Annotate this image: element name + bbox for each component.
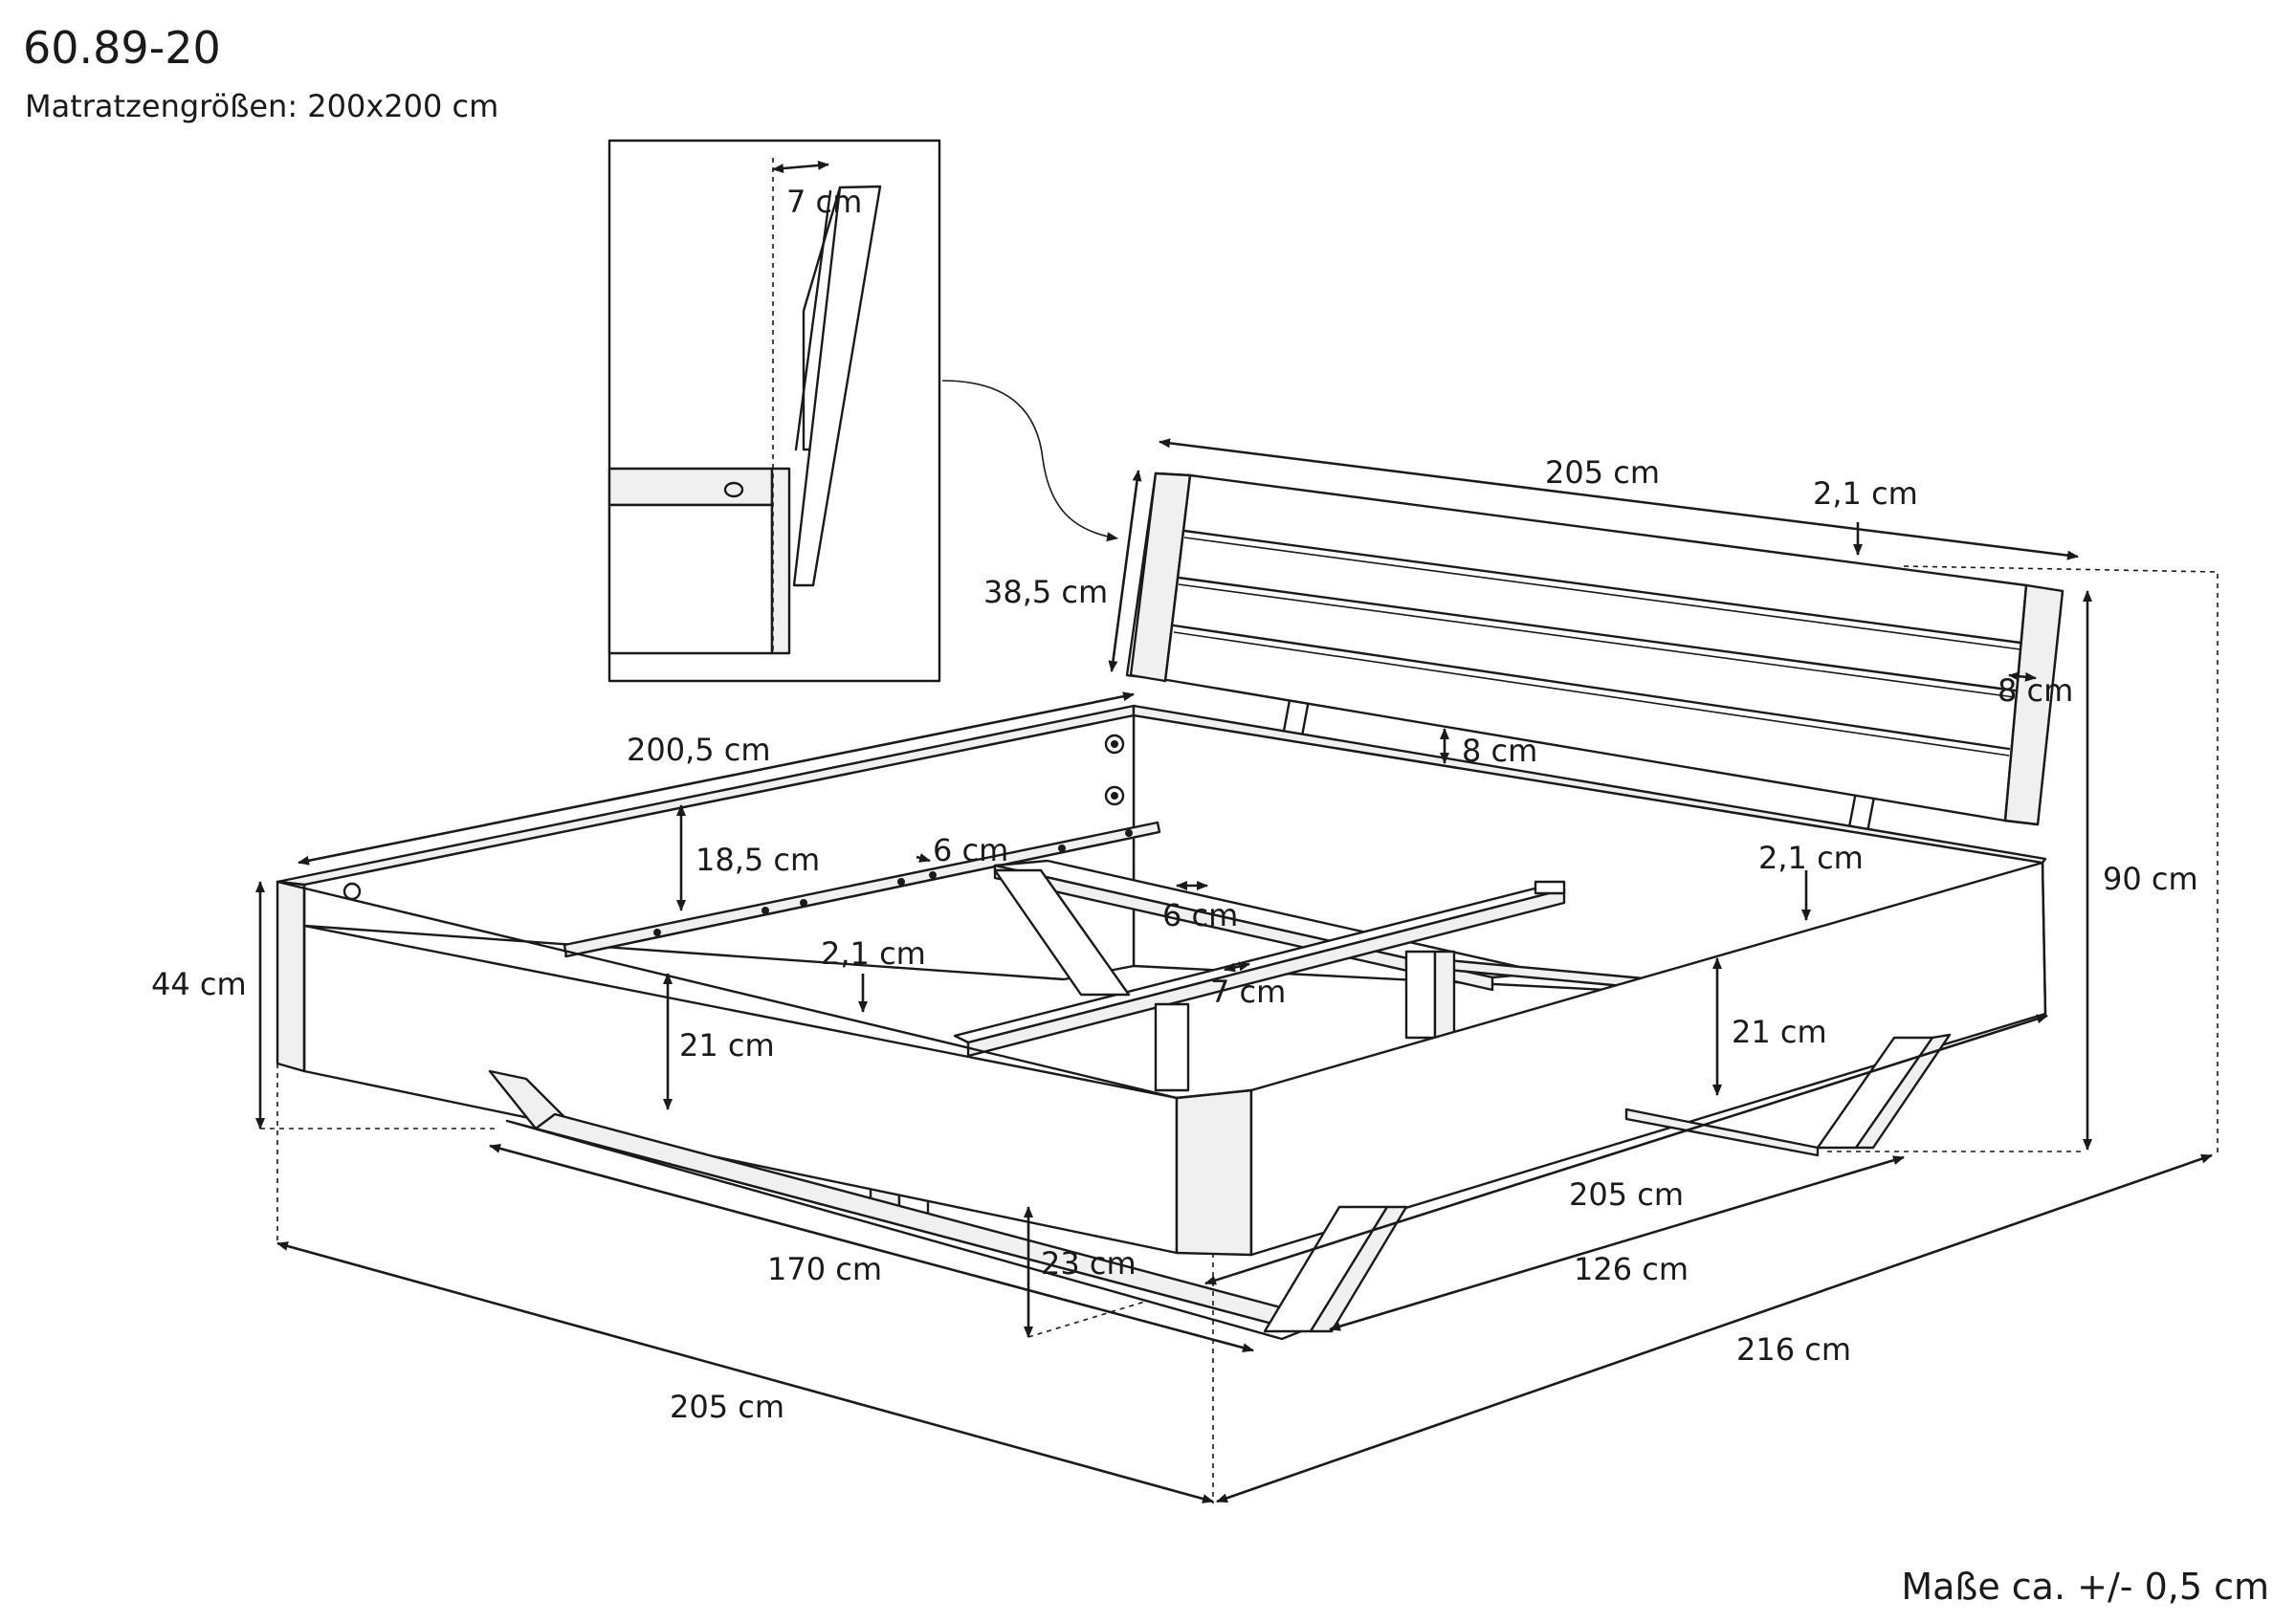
dim-crossbar-depth: 7 cm [1210,974,1286,1010]
dim-frame-height-front: 21 cm [679,1027,775,1064]
dim-total-height: 90 cm [2103,861,2198,897]
detail-inset: 7 cm [607,139,941,683]
dim-frame-height-right: 21 cm [1732,1014,1827,1050]
tolerance-note: Maße ca. +/- 0,5 cm [1901,1566,2269,1608]
dim-headboard-height: 38,5 cm [983,574,1108,610]
back-leg-left [993,868,1131,997]
dimension-labels: 205 cm 2,1 cm 38,5 cm 8 cm 8 cm 90 cm 20… [151,454,2198,1425]
corner-post-left [276,880,306,1073]
center-leg-mid [1404,950,1437,1040]
dim-side-length: 200,5 cm [627,732,771,768]
inset-gap-label: 7 cm [786,184,862,220]
dim-leg-distance-foot: 126 cm [1574,1251,1689,1287]
model-number: 60.89-20 [23,22,221,74]
dim-side-rail-height: 18,5 cm [695,842,820,878]
inset-connector [941,380,1118,542]
dim-overall-height: 44 cm [151,966,247,1002]
dimension-lines [255,438,2219,1503]
center-leg-back [1154,1002,1190,1092]
dim-ledger-width: 6 cm [933,832,1008,868]
dim-headboard-thickness: 2,1 cm [1813,475,1918,512]
dim-board-thickness-front: 2,1 cm [821,935,926,972]
mattress-size: Matratzengrößen: 200x200 cm [25,88,498,124]
inset-rail-top [607,467,774,507]
dim-leg-distance-side: 170 cm [767,1251,882,1287]
corner-post-right [1175,1088,1253,1257]
dim-inner-width-foot: 205 cm [1569,1176,1684,1213]
dim-board-thickness-right: 2,1 cm [1758,840,1864,876]
dim-headboard-gap: 8 cm [1462,733,1537,769]
inset-headboard-board [792,185,882,587]
dim-leg-height: 23 cm [1041,1245,1137,1282]
dim-overall-length: 216 cm [1736,1331,1851,1368]
dim-headboard-post: 8 cm [1998,672,2073,709]
dim-overall-width: 205 cm [670,1389,784,1425]
dim-headboard-width: 205 cm [1545,454,1660,491]
dim-crossbar-width: 6 cm [1162,897,1238,933]
inset-rail-side [607,503,774,655]
